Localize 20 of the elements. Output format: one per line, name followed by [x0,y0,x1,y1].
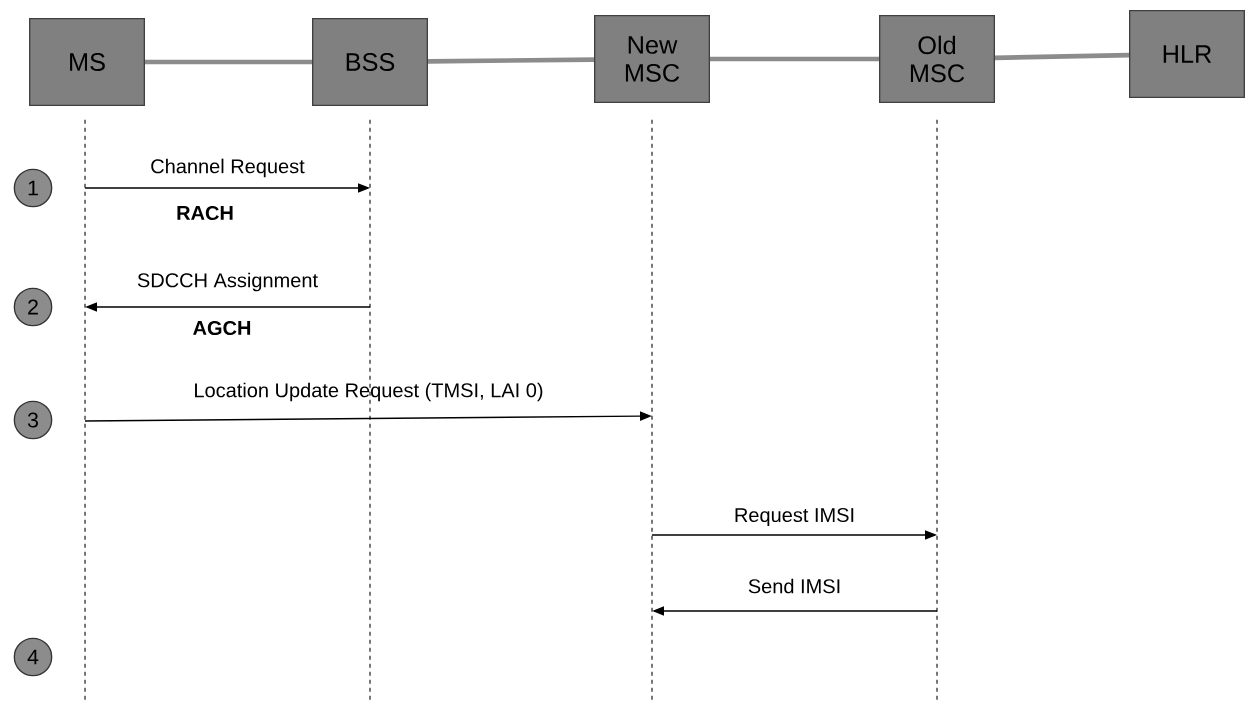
entity-box: Old MSC [879,15,995,103]
entity-box: HLR [1129,10,1245,98]
channel-label: AGCH [193,320,251,336]
link-line [710,56,879,62]
entity-box: New MSC [594,15,710,103]
message-label: Request IMSI [735,507,854,527]
entity-box: BSS [312,18,428,106]
link-line [145,59,312,65]
message-label: Channel Request [151,158,305,178]
message-label: SDCCH Assignment [137,272,318,292]
entity-box: MS [29,18,145,106]
channel-label: RACH [177,205,233,221]
step-number: 4 [13,637,53,677]
link-line [428,57,595,64]
message-label: Send IMSI [748,578,840,594]
step-number: 1 [13,168,53,208]
message-label: Location Update Request (TMSI, LAI 0) [195,382,543,402]
step-number: 2 [13,287,53,327]
link-line [994,52,1130,61]
step-number: 3 [13,400,53,440]
